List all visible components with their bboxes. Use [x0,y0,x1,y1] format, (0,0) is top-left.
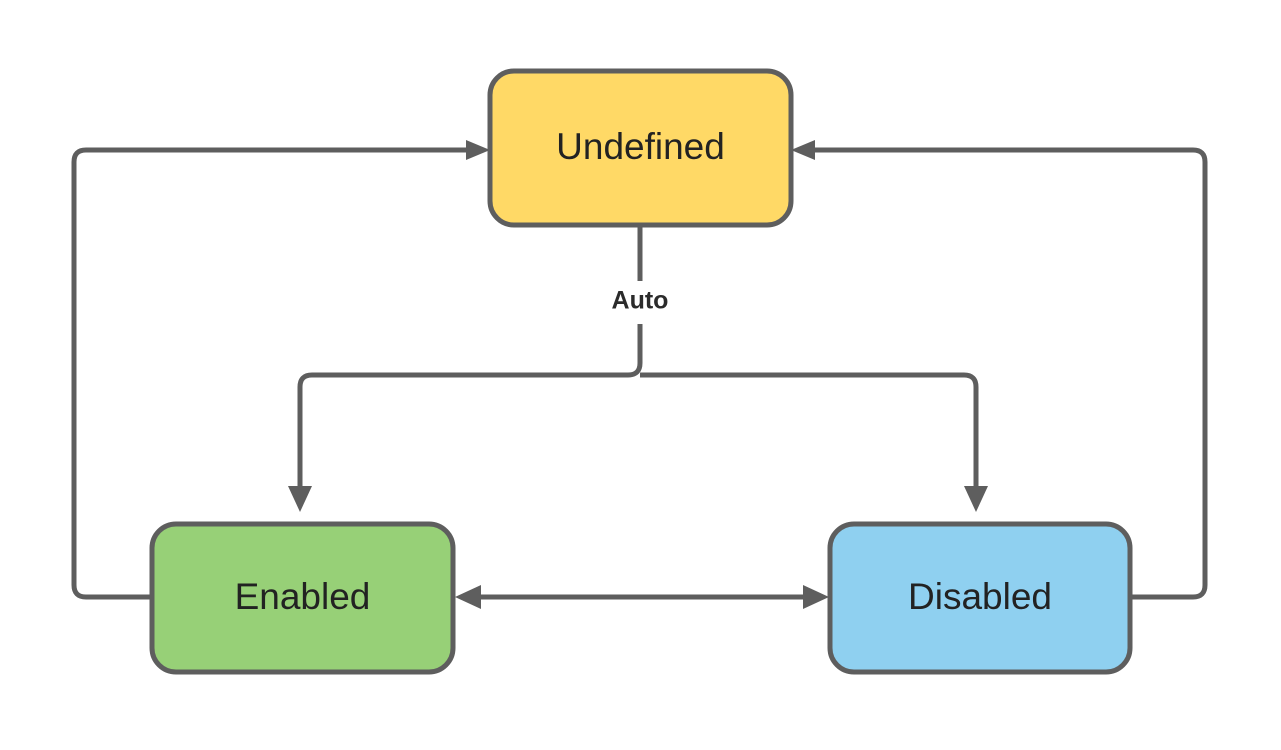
arrowhead-into-enabled-top [288,486,312,512]
edge-disabled-to-undefined-line [803,147,1208,600]
state-node-undefined[interactable]: Undefined [487,68,794,228]
state-node-undefined-shape [487,68,794,228]
edge-disabled-to-undefined[interactable] [791,140,1208,600]
edge-undefined-to-enabled-stem-lower [297,324,643,498]
state-node-disabled-shape [827,521,1133,675]
arrowhead-into-undefined-left [466,140,490,160]
arrowhead-into-disabled-top [964,486,988,512]
state-node-enabled-label: Enabled [235,576,371,617]
edge-label-auto: Auto [612,287,669,315]
arrowhead-into-undefined-right [791,140,815,160]
arrowhead-into-enabled-right [455,585,481,609]
state-node-disabled-label: Disabled [908,576,1052,617]
state-node-enabled[interactable]: Enabled [149,521,456,675]
edge-enabled-disabled-bidirectional[interactable] [455,585,829,609]
edge-enabled-to-undefined-line [71,147,478,600]
edge-undefined-to-enabled[interactable] [288,225,643,512]
edge-undefined-to-disabled[interactable] [640,372,988,512]
state-node-undefined-label: Undefined [556,126,725,167]
state-node-enabled-shape [149,521,456,675]
edge-undefined-to-disabled-line [640,372,979,498]
state-node-disabled[interactable]: Disabled [827,521,1133,675]
edge-enabled-to-undefined[interactable] [71,140,490,600]
arrowhead-into-disabled-left [803,585,829,609]
